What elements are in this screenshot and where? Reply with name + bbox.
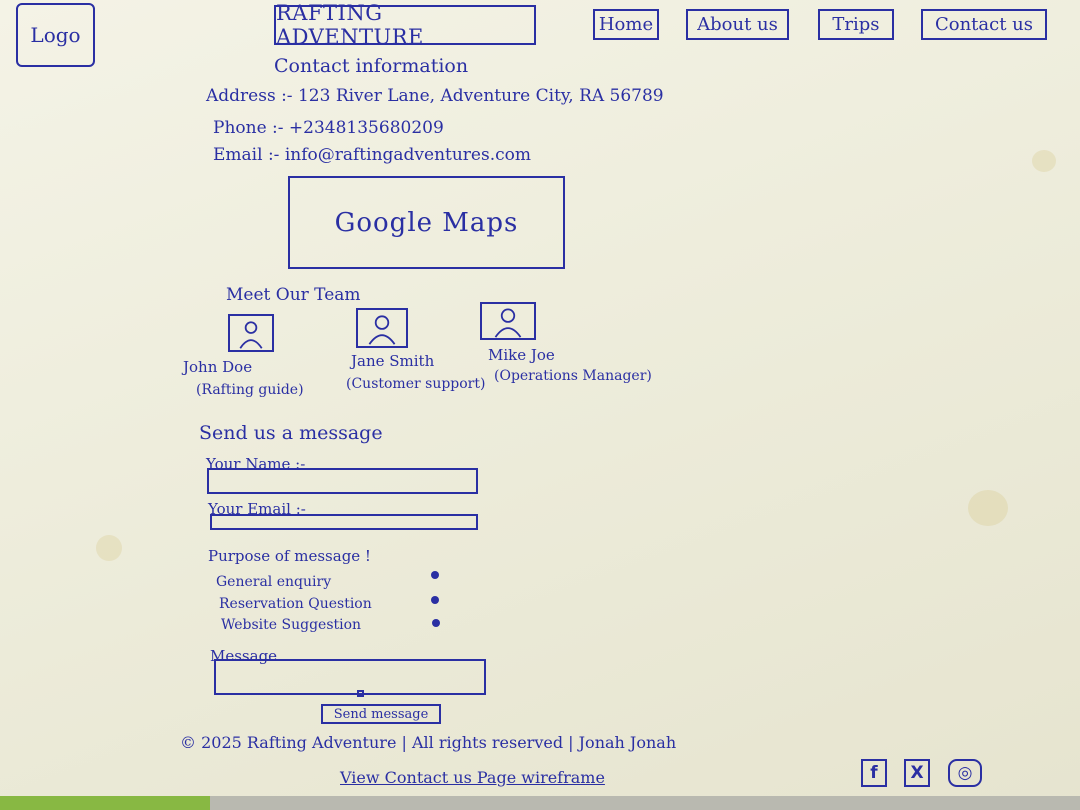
x-icon[interactable]: X [904, 759, 930, 787]
purpose-label: Purpose of message ! [208, 547, 371, 565]
bottom-edge [0, 796, 1080, 810]
phone-row: Phone :- +2348135680209 [213, 118, 444, 138]
nav-contact-button[interactable]: Contact us [921, 9, 1047, 40]
team-member-name: John Doe [183, 358, 253, 376]
nav-trips-button[interactable]: Trips [818, 9, 894, 40]
email-value[interactable]: info@raftingadventures.com [284, 145, 531, 165]
send-message-button[interactable]: Send message [321, 704, 441, 724]
purpose-option-label: General enquiry [216, 574, 332, 590]
person-icon [368, 315, 396, 345]
team-heading: Meet Our Team [226, 285, 361, 305]
purpose-option-label: Website Suggestion [221, 617, 362, 633]
team-member-role: (Customer support) [346, 376, 486, 392]
message-textarea[interactable] [214, 659, 486, 695]
google-map[interactable]: Google Maps [288, 176, 565, 269]
team-member-role: (Operations Manager) [494, 368, 652, 384]
person-icon [239, 321, 263, 349]
instagram-icon[interactable]: ◎ [948, 759, 982, 787]
avatar-jane-smith [356, 308, 408, 348]
email-input[interactable] [210, 514, 478, 530]
name-input[interactable] [207, 468, 478, 494]
contact-heading: Contact information [274, 55, 469, 77]
purpose-website-radio[interactable] [432, 619, 440, 627]
copyright-text: © 2025 Rafting Adventure | All rights re… [180, 733, 677, 752]
email-label: Email :- [213, 145, 280, 165]
nav-home-button[interactable]: Home [593, 9, 659, 40]
phone-value: +2348135680209 [288, 118, 444, 138]
email-field-label: Your Email :- [208, 500, 306, 518]
avatar-john-doe [228, 314, 274, 352]
email-row: Email :- info@raftingadventures.com [213, 145, 531, 165]
logo[interactable]: Logo [16, 3, 95, 67]
purpose-reservation-radio[interactable] [431, 596, 439, 604]
resize-handle-icon[interactable] [357, 690, 364, 697]
team-member-name: Mike Joe [488, 346, 555, 364]
site-title: RAFTING ADVENTURE [274, 1, 536, 49]
stain [96, 535, 122, 561]
team-member-name: Jane Smith [351, 352, 435, 370]
view-wireframe-link[interactable]: View Contact us Page wireframe [340, 768, 605, 787]
form-heading: Send us a message [199, 422, 383, 444]
stain [1032, 150, 1056, 172]
stain [968, 490, 1008, 526]
purpose-general-radio[interactable] [431, 571, 439, 579]
person-icon [494, 308, 522, 338]
team-member-role: (Rafting guide) [196, 382, 304, 398]
address-label: Address :- [206, 86, 293, 106]
purpose-option-label: Reservation Question [219, 596, 372, 612]
avatar-mike-joe [480, 302, 536, 340]
phone-label: Phone :- [213, 118, 284, 138]
bottom-edge-green [0, 796, 210, 810]
facebook-icon[interactable]: f [861, 759, 887, 787]
address-row: Address :- 123 River Lane, Adventure Cit… [206, 86, 664, 106]
address-value: 123 River Lane, Adventure City, RA 56789 [297, 86, 664, 106]
nav-about-button[interactable]: About us [686, 9, 789, 40]
